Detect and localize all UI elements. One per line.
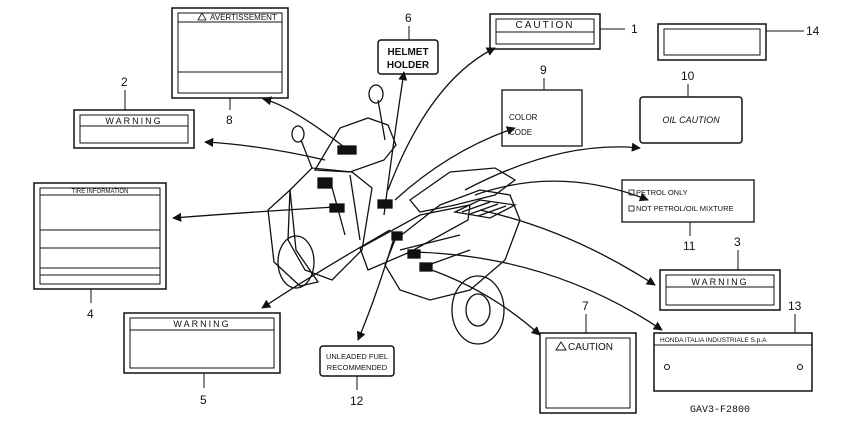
callout-5: 5 bbox=[200, 393, 207, 407]
label-7-text: CAUTION bbox=[568, 342, 613, 353]
label-14-blank: 14 bbox=[657, 23, 820, 61]
label-8-avertissement: AVERTISSEMENT 8 bbox=[171, 7, 289, 127]
helmet-line-1: HELMET bbox=[387, 47, 428, 58]
color-line-2: CODE bbox=[509, 128, 532, 137]
label-8-text: AVERTISSEMENT bbox=[210, 13, 277, 22]
label-11-petrol: PETROL ONLY NOT PETROL/OIL MIXTURE 11 bbox=[621, 179, 755, 253]
label-13-text: HONDA ITALIA INDUSTRIALE S.p.A bbox=[660, 337, 767, 344]
unleaded-line-2: RECOMMENDED bbox=[327, 363, 388, 372]
callout-12: 12 bbox=[350, 394, 364, 408]
label-3-text: WARNING bbox=[691, 277, 748, 287]
label-7-caution: 7 CAUTION bbox=[539, 299, 637, 414]
callout-11: 11 bbox=[683, 239, 696, 253]
callout-1: 1 bbox=[631, 22, 638, 36]
label-2-text: WARNING bbox=[105, 116, 162, 126]
label-5-text: WARNING bbox=[173, 319, 230, 329]
callout-14: 14 bbox=[806, 24, 820, 38]
label-4-tire-info: TIRE INFORMATION 4 bbox=[33, 182, 167, 321]
color-line-1: COLOR bbox=[509, 113, 538, 122]
callout-3: 3 bbox=[734, 235, 741, 249]
callout-9: 9 bbox=[540, 63, 547, 77]
petrol-line-1: PETROL ONLY bbox=[636, 188, 688, 197]
label-6-helmet-holder: 6 HELMET HOLDER bbox=[377, 11, 439, 75]
helmet-line-2: HOLDER bbox=[387, 60, 430, 71]
label-9-color-code: 9 COLOR CODE bbox=[501, 63, 583, 147]
label-5-warning: WARNING 5 bbox=[123, 312, 281, 407]
callout-2: 2 bbox=[121, 75, 128, 89]
label-10-text: OIL CAUTION bbox=[662, 115, 720, 125]
label-1-caution: CAUTION 1 bbox=[489, 13, 638, 50]
callout-7: 7 bbox=[582, 299, 589, 313]
scooter-illustration bbox=[267, 84, 521, 345]
diagram-code: GAV3-F2800 bbox=[690, 405, 750, 416]
label-3-warning: 3 WARNING bbox=[659, 235, 781, 311]
callout-4: 4 bbox=[87, 307, 94, 321]
label-2-warning: 2 WARNING bbox=[73, 75, 195, 149]
callout-13: 13 bbox=[788, 299, 802, 313]
petrol-line-2: NOT PETROL/OIL MIXTURE bbox=[636, 204, 734, 213]
callout-10: 10 bbox=[681, 69, 695, 83]
label-13-honda-italia: 13 HONDA ITALIA INDUSTRIALE S.p.A bbox=[653, 299, 813, 392]
unleaded-line-1: UNLEADED FUEL bbox=[326, 352, 388, 361]
callout-6: 6 bbox=[405, 11, 412, 25]
label-4-text: TIRE INFORMATION bbox=[72, 189, 129, 195]
callout-8: 8 bbox=[226, 113, 233, 127]
label-1-text: CAUTION bbox=[516, 20, 575, 31]
leader-arrows bbox=[172, 47, 663, 341]
label-10-oil-caution: 10 OIL CAUTION bbox=[639, 69, 743, 144]
label-12-unleaded: UNLEADED FUEL RECOMMENDED 12 bbox=[319, 345, 395, 408]
